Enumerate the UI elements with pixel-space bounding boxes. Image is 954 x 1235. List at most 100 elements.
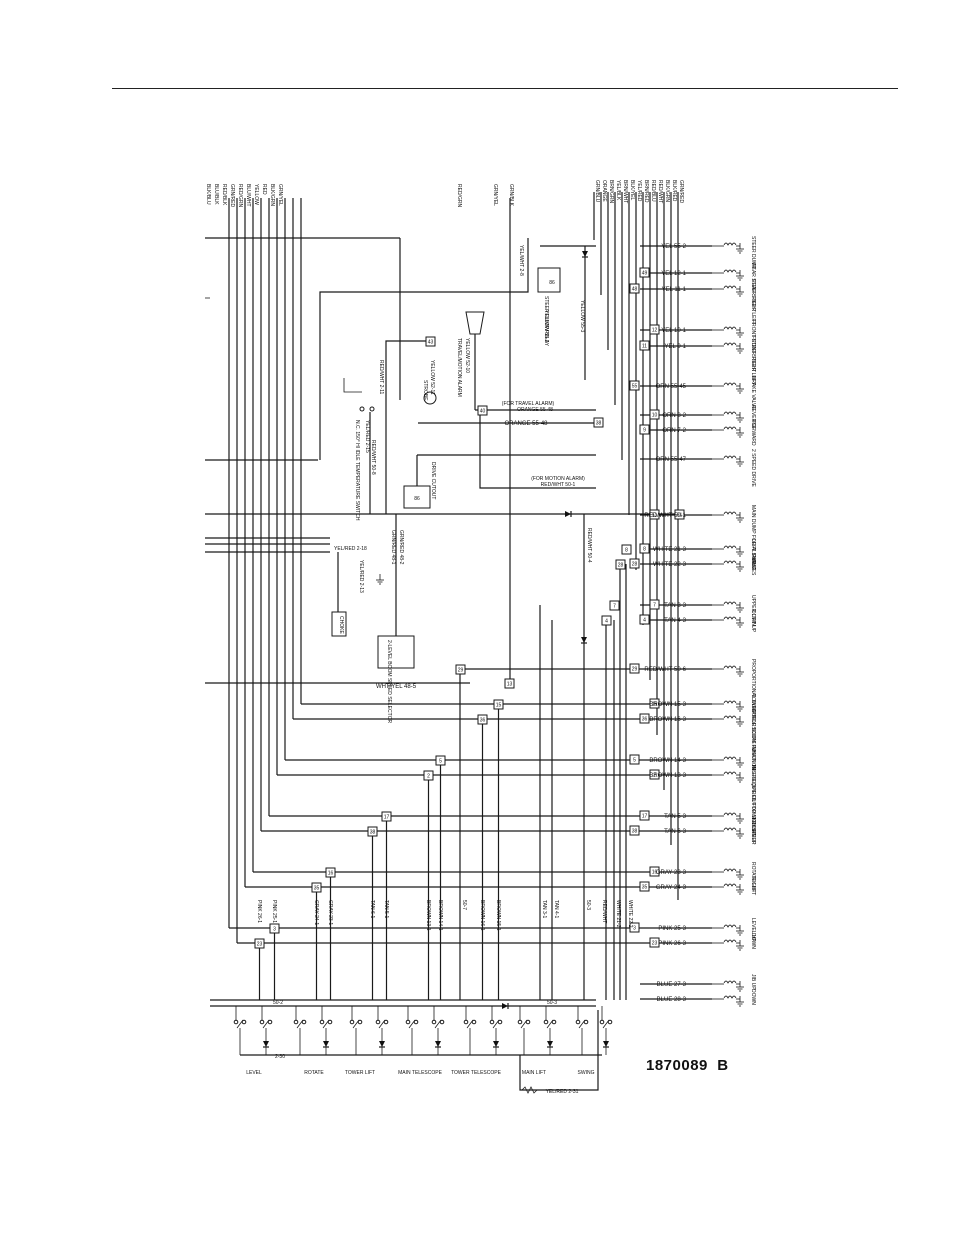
wire [479, 410, 596, 489]
connector-number: 13 [507, 681, 513, 687]
connector-number: 48 [632, 286, 638, 292]
right-circuit-group: PROPORTIONAL DUMP FOR BOOM FUNCTIONS REQ… [750, 659, 756, 845]
component-label: YEL/RED 2-18 [334, 546, 367, 552]
connector-number: 7 [653, 602, 656, 608]
wire-layer [205, 192, 712, 1091]
switch-contact-icon [463, 1019, 469, 1025]
circuit-connector-box [649, 409, 660, 420]
right-circuit-group: FRONT STEER LEFT [750, 336, 756, 385]
switch-contact-icon [375, 1019, 381, 1025]
right-wire-label: BLK/YEL [629, 180, 635, 201]
coil-icon [723, 511, 737, 515]
right-circuit-group: OUT [750, 709, 756, 720]
right-wire-label: BRN/RED [643, 180, 649, 203]
diode-icon [493, 1041, 499, 1047]
coil-icon [723, 771, 737, 775]
switch-contact-icon [543, 1019, 549, 1025]
switch-contact-icon [383, 1019, 389, 1025]
connector-box [435, 755, 446, 766]
figure-number: 1870089 B [646, 1057, 729, 1074]
vertical-wire-label: WHITE 22-2 [627, 900, 633, 928]
right-circuit-group: LEFT SWING [750, 539, 756, 570]
relay-pin: 86 [414, 496, 420, 502]
diode-icon [603, 1041, 609, 1047]
vertical-wire-label: WHITE 21-2 [615, 900, 621, 928]
right-circuit-label: ORN 55-45 [656, 384, 687, 390]
coil-icon [723, 545, 737, 549]
component-label: N.C. 150° HI IDLE TEMPERATURE SWITCH [354, 420, 360, 521]
right-circuit-group: REAR STEER LEFT [750, 279, 756, 325]
vertical-wire-label: BROWN 14-1 [437, 900, 443, 931]
connector-number: 28 [618, 562, 624, 568]
right-circuit-group: DOWN [750, 610, 756, 626]
connector-number: 11 [642, 343, 647, 349]
component-label: RED/WHT 50-4 [586, 528, 592, 563]
header-rule [112, 88, 898, 89]
bottom-group-label: ROTATE [304, 1070, 324, 1076]
circuit-connector-box [629, 922, 640, 933]
steer-dump-relay [537, 267, 561, 293]
right-circuit-label: ORN 8-2 [662, 413, 686, 419]
right-circuit-label: YEL 55-2 [661, 244, 686, 250]
connector-number: 16 [652, 869, 658, 875]
vertical-wire-label: TAN 5-1 [383, 900, 389, 918]
connector-number: 36 [480, 717, 486, 723]
right-circuit-label: GRAY 23-3 [656, 870, 687, 876]
connector-box [455, 664, 466, 675]
right-circuit-label: BROWN 16-3 [649, 717, 686, 723]
connector-box [615, 559, 626, 570]
connector-box [254, 938, 265, 949]
connector-box [367, 826, 378, 837]
right-wire-label: GRN/BLU [594, 180, 600, 203]
connector-number: 8 [643, 546, 646, 552]
right-circuit-group: STEER DUMP [750, 236, 756, 269]
connector-number: 55 [632, 383, 638, 389]
connector-box [504, 678, 515, 689]
connector-number: 29 [458, 667, 464, 673]
coil-icon [723, 812, 737, 816]
vertical-wire-label: TAN 6-1 [369, 900, 375, 918]
connector-box [425, 336, 436, 347]
right-circuit-group: JIB UP [750, 974, 756, 990]
bottom-group-label: MAIN TELESCOPE [398, 1070, 442, 1076]
connector-number: 35 [314, 885, 320, 891]
coil-icon [723, 269, 737, 273]
circuit-connector-box [629, 558, 640, 569]
top-wire-label: BLU/WHT [245, 184, 251, 207]
connector-number: 40 [480, 408, 486, 414]
component-label: 2-LEVEL BOOM SPEED SELECTOR [386, 640, 392, 723]
vertical-wire-label: PINK 26-1 [256, 900, 262, 923]
right-circuit-group: RIGHT [750, 877, 756, 893]
right-circuit-label: ORN 7-2 [662, 428, 686, 434]
right-wire-label: YEL/BLK [615, 180, 621, 201]
top-wire-label: BLK/BLU [205, 184, 211, 205]
switch-contact-icon [293, 1019, 299, 1025]
diode-icon [379, 1041, 385, 1047]
right-circuit-label: YEL 10-1 [661, 328, 686, 334]
connector-number: 3 [633, 925, 636, 931]
right-wire-label: ORANGE [601, 180, 607, 202]
diode-icon [565, 511, 571, 517]
circuit-connector-box [649, 698, 660, 709]
circuit-connector-box [639, 543, 650, 554]
circuit-connector-box [639, 340, 650, 351]
right-circuit-group: REAR STEER RIGHT [750, 263, 756, 312]
vertical-wire-label: GRAY 24-1 [313, 900, 319, 925]
circuit-connector-box [649, 324, 660, 335]
switch-contact-icon [431, 1019, 437, 1025]
circuit-connector-box [639, 614, 650, 625]
circuit-connector-box [649, 937, 660, 948]
center-wire-label: GRN/BLK [508, 184, 514, 207]
switch-contact-icon [439, 1019, 445, 1025]
right-wire-label: GRN/RED [678, 180, 684, 203]
connector-number: 51 [652, 512, 658, 518]
switch-contact-icon [357, 1019, 363, 1025]
connector-number: 38 [370, 829, 376, 835]
top-wire-label: RED/GRN [237, 184, 243, 207]
coil-icon [723, 426, 737, 430]
right-circuit-label: TAN 4-3 [664, 618, 687, 624]
circuit-connector-box [629, 754, 640, 765]
coil-icon [723, 326, 737, 330]
circuit-connector-box [639, 881, 650, 892]
right-circuit-group: DOWN [750, 989, 756, 1005]
